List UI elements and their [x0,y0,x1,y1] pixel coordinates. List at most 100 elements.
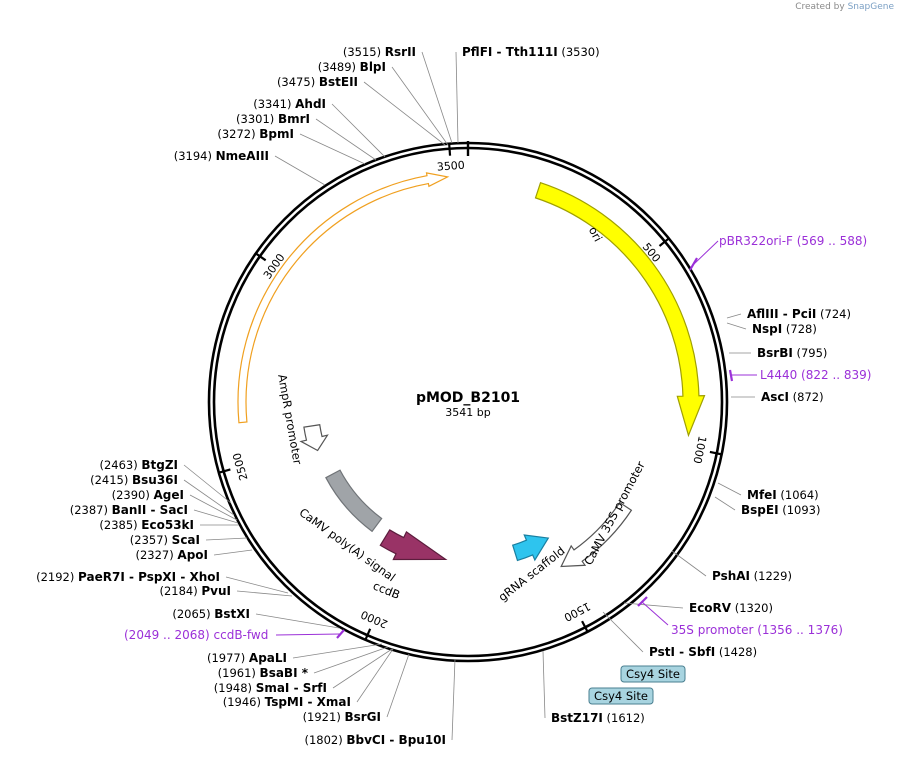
leader-paer7i [225,576,289,594]
tick-label-1500: 1500 [562,600,593,624]
primer-leader-pbr322ori-f [693,240,719,265]
leader-ecorv [623,602,684,609]
leader-bsteii [363,81,446,146]
site-label-rsrii: (3515) RsrII [343,45,416,59]
tick-mark-1500 [581,620,589,633]
site-label-bsteii: (3475) BstEII [277,75,358,89]
svg-text:Csy4 Site: Csy4 Site [594,689,648,703]
site-label-pflfi: PflFI - Tth111I (3530) [462,45,600,59]
site-label-bsrbi: BsrBI (795) [757,346,827,360]
tick-mark-2000 [364,628,372,641]
leader-rsrii [421,51,453,144]
feature-camv-poly-a-signal [325,469,383,533]
leader-mfei [717,482,742,496]
site-label-smai: (1948) SmaI - SrfI [214,681,327,695]
tick-label-2000: 2000 [359,608,390,631]
feature-ampr [237,172,450,424]
feature-label-camv-35s-promoter: CaMV 35S promoter [581,459,648,568]
leader-afliii [726,313,742,319]
primer-label-35s-promoter: 35S promoter (1356 .. 1376) [671,623,843,637]
tick-mark-2500 [218,468,231,474]
feature-ori [534,181,706,438]
site-label-nspi: NspI (728) [752,322,817,336]
tick-label-3500: 3500 [436,159,465,174]
primer-label-ccdb-fwd: (2049 .. 2068) ccdB-fwd [124,628,268,642]
site-label-ecorv: EcoRV (1320) [689,601,773,615]
leader-blpi [391,66,449,146]
leader-pflfi [455,51,459,144]
site-label-nmeaiii: (3194) NmeAIII [174,149,269,163]
leader-pshai [671,550,707,577]
site-label-mfei: MfeI (1064) [747,488,819,502]
leader-banii [193,509,239,524]
leader-bspei [714,496,736,511]
leader-ahdi [331,103,386,158]
leader-smai [332,648,393,689]
leader-bbvci [451,658,456,741]
site-label-eco53ki: (2385) Eco53kI [99,518,194,532]
tick-label-2500: 2500 [230,451,250,481]
leader-bpmi [299,133,366,165]
tick-label-1000: 1000 [690,435,708,465]
tick-mark-1000 [709,450,722,456]
feature-label-ori: ori [586,224,605,244]
svg-text:Csy4 Site: Csy4 Site [626,667,680,681]
leader-pvui [236,590,293,597]
feature-camv-35s-promoter [560,501,633,568]
site-label-afliii: AflIII - PciI (724) [747,307,851,321]
site-label-asci: AscI (872) [761,390,824,404]
site-label-bspei: BspEI (1093) [741,503,820,517]
leader-bstxi [255,613,340,629]
site-label-bstxi: (2065) BstXI [172,607,250,621]
site-label-bmri: (3301) BmrI [236,112,310,126]
site-label-apoi: (2327) ApoI [136,548,209,562]
primer-mark-pbr322ori-f [689,257,698,271]
site-label-pshai: PshAI (1229) [712,569,792,583]
primer-label-l4440: L4440 (822 .. 839) [760,368,871,382]
site-label-bsrgi: (1921) BsrGI [303,710,381,724]
leader-bsabi [313,646,389,674]
plasmid-name: pMOD_B2101 [416,390,520,406]
leader-agei [189,494,238,521]
leader-apoi [213,549,253,556]
site-label-scai: (2357) ScaI [130,533,200,547]
feature-grna-scaffold [511,534,550,562]
site-label-psti: PstI - SbfI (1428) [649,645,757,659]
site-label-apali: (1977) ApaLI [207,651,287,665]
site-label-paer7i: (2192) PaeR7I - PspXI - XhoI [36,570,220,584]
primer-mark-35s-promoter [637,596,648,607]
site-label-blpi: (3489) BlpI [318,60,386,74]
site-label-bsabi: (1961) BsaBI * [218,666,309,680]
leader-bsrgi [386,653,410,718]
leader-bmri [315,118,377,161]
csy4-site-box-2: Csy4 Site [588,687,654,705]
primer-label-pbr322ori-f: pBR322ori-F (569 .. 588) [719,234,867,248]
feature-ampr-promoter [299,424,329,452]
feature-label-ampr-promoter: AmpR promoter [275,373,305,466]
site-label-agei: (2390) AgeI [112,488,184,502]
primer-mark-ccdb-fwd [336,629,345,639]
feature-label-ccdb: ccdB [371,579,402,602]
leader-scai [205,537,248,541]
leader-nmeaiii [274,155,326,186]
site-label-bbvci: (1802) BbvCI - Bpu10I [304,733,446,747]
site-label-tspmi: (1946) TspMI - XmaI [223,695,351,709]
site-label-ahdi: (3341) AhdI [253,97,326,111]
leader-nspi [726,322,747,330]
tick-mark-3500 [448,143,452,156]
site-label-banii: (2387) BanII - SacI [70,503,188,517]
leader-bstz17i [542,650,546,719]
tick-mark-3000 [255,252,267,262]
feature-ccdb [379,529,448,561]
snapgene-watermark: Created by SnapGene [795,2,894,12]
leader-tspmi [356,648,394,703]
primer-leader-ccdb-fwd [275,633,341,636]
site-label-bsu36i: (2415) Bsu36I [90,473,178,487]
leader-psti [602,611,644,653]
csy4-site-box-1: Csy4 Site [620,665,686,683]
leader-btgzi [183,464,232,504]
site-label-btgzi: (2463) BtgZI [99,458,178,472]
tick-mark-500 [658,237,670,247]
plasmid-length: 3541 bp [445,406,490,419]
